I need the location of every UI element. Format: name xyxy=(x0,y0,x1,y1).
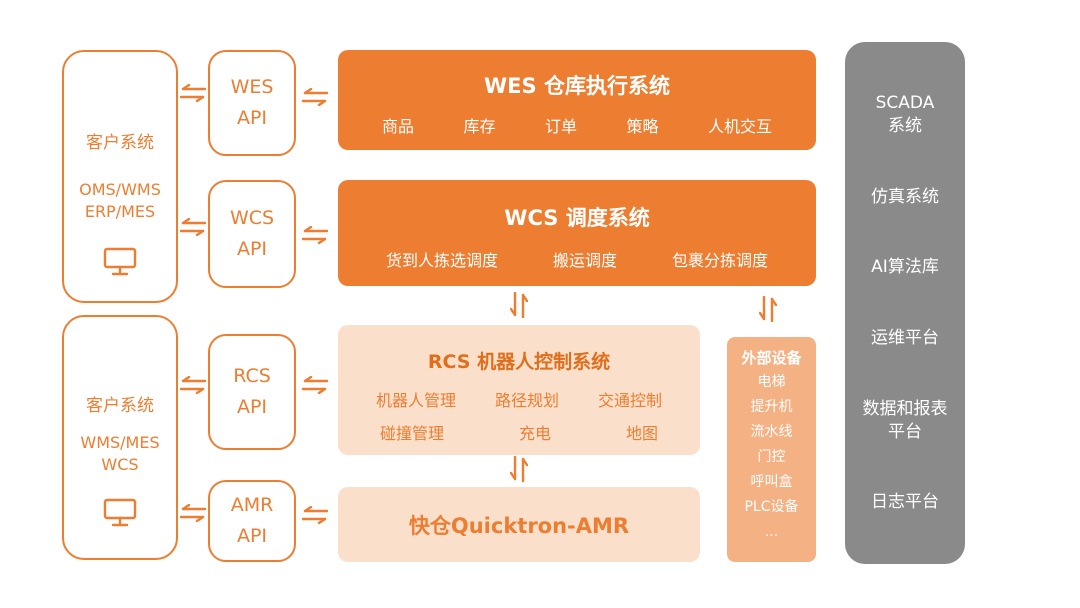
vertical-exchange-arrow-icon xyxy=(506,456,532,482)
wes-system-title: WES 仓库执行系统 xyxy=(484,74,670,98)
api-box-wes-line2: API xyxy=(236,107,268,129)
external-device-hoist: 提升机 xyxy=(750,399,793,415)
api-box-wes-line1: WES xyxy=(230,75,274,98)
amr-system-box: 快仓Quicktron-AMR xyxy=(338,487,700,562)
client-system-top-line2: ERP/MES xyxy=(84,202,156,221)
client-system-top-box: 客户系统 OMS/WMS ERP/MES xyxy=(62,50,178,303)
client-system-bottom-box: 客户系统 WMS/MES WCS xyxy=(62,315,178,560)
vertical-exchange-arrow-icon xyxy=(506,292,532,318)
wcs-system-title: WCS 调度系统 xyxy=(504,206,650,230)
bidirectional-arrow-icon xyxy=(302,372,328,398)
api-box-amr-line2: API xyxy=(236,525,268,547)
wcs-item-parcel-sorting: 包裹分拣调度 xyxy=(671,251,768,270)
right-panel-item-scada: SCADA 系统 xyxy=(875,92,935,136)
api-box-wcs: WCS API xyxy=(208,180,296,288)
api-box-wcs-line1: WCS xyxy=(229,206,275,229)
monitor-icon xyxy=(102,247,138,277)
client-system-bottom-line1: WMS/MES xyxy=(80,433,160,452)
wes-item-products: 商品 xyxy=(382,117,415,136)
rcs-item-path-planning: 路径规划 xyxy=(494,391,559,410)
rcs-system-title: RCS 机器人控制系统 xyxy=(427,351,611,373)
wcs-item-goods-to-person: 货到人拣选调度 xyxy=(386,251,499,270)
bidirectional-arrow-icon xyxy=(302,222,328,248)
right-panel-item-ai-algorithms: AI算法库 xyxy=(871,257,939,278)
rcs-item-charging: 充电 xyxy=(518,424,551,443)
bidirectional-arrow-icon xyxy=(180,500,206,526)
monitor-icon xyxy=(102,498,138,528)
external-device-elevator: 电梯 xyxy=(757,374,786,390)
wes-item-orders: 订单 xyxy=(544,117,577,136)
api-box-rcs-line2: API xyxy=(236,396,268,418)
external-device-door-control: 门控 xyxy=(757,449,786,465)
bidirectional-arrow-icon xyxy=(180,372,206,398)
client-system-top-title: 客户系统 xyxy=(86,133,154,153)
right-panel: SCADA 系统 仿真系统 AI算法库 运维平台 数据和报表 平台 日志平台 xyxy=(845,42,965,564)
wcs-item-transport: 搬运调度 xyxy=(552,251,617,270)
rcs-item-traffic-control: 交通控制 xyxy=(597,391,662,410)
external-devices-title: 外部设备 xyxy=(741,349,802,367)
vertical-exchange-arrow-icon xyxy=(755,296,781,322)
wes-item-hmi: 人机交互 xyxy=(707,117,772,136)
wcs-system-box: WCS 调度系统 货到人拣选调度 搬运调度 包裹分拣调度 xyxy=(338,180,816,286)
right-panel-item-log-platform: 日志平台 xyxy=(871,492,939,513)
client-system-bottom-line2: WCS xyxy=(101,455,139,474)
rcs-item-collision-management: 碰撞管理 xyxy=(380,424,445,443)
wes-item-inventory: 库存 xyxy=(463,117,496,136)
external-device-more: ... xyxy=(764,524,779,540)
bidirectional-arrow-icon xyxy=(302,84,328,110)
external-device-plc: PLC设备 xyxy=(744,499,799,515)
right-panel-item-data-reports: 数据和报表 平台 xyxy=(862,398,948,442)
right-panel-item-ops-platform: 运维平台 xyxy=(871,327,939,348)
bidirectional-arrow-icon xyxy=(180,214,206,240)
external-device-conveyor: 流水线 xyxy=(750,424,793,440)
bidirectional-arrow-icon xyxy=(180,80,206,106)
rcs-item-map: 地图 xyxy=(625,424,658,443)
external-device-call-box: 呼叫盒 xyxy=(750,474,793,490)
external-devices-box: 外部设备 电梯 提升机 流水线 门控 呼叫盒 PLC设备 ... xyxy=(727,337,816,562)
api-box-wes: WES API xyxy=(208,50,296,156)
bidirectional-arrow-icon xyxy=(302,502,328,528)
rcs-item-robot-management: 机器人管理 xyxy=(376,391,457,410)
wes-item-strategy: 策略 xyxy=(626,117,659,136)
client-system-top-line1: OMS/WMS xyxy=(79,180,161,199)
wes-system-box: WES 仓库执行系统 商品 库存 订单 策略 人机交互 xyxy=(338,50,816,150)
api-box-rcs: RCS API xyxy=(208,334,296,450)
rcs-system-box: RCS 机器人控制系统 机器人管理 路径规划 交通控制 碰撞管理 充电 地图 xyxy=(338,325,700,455)
client-system-bottom-title: 客户系统 xyxy=(86,396,154,416)
amr-system-title: 快仓Quicktron-AMR xyxy=(408,513,630,538)
api-box-amr: AMR API xyxy=(208,480,296,562)
api-box-wcs-line2: API xyxy=(236,238,268,260)
right-panel-item-simulation: 仿真系统 xyxy=(871,186,939,207)
api-box-rcs-line1: RCS xyxy=(233,364,271,387)
api-box-amr-line1: AMR xyxy=(230,493,274,516)
